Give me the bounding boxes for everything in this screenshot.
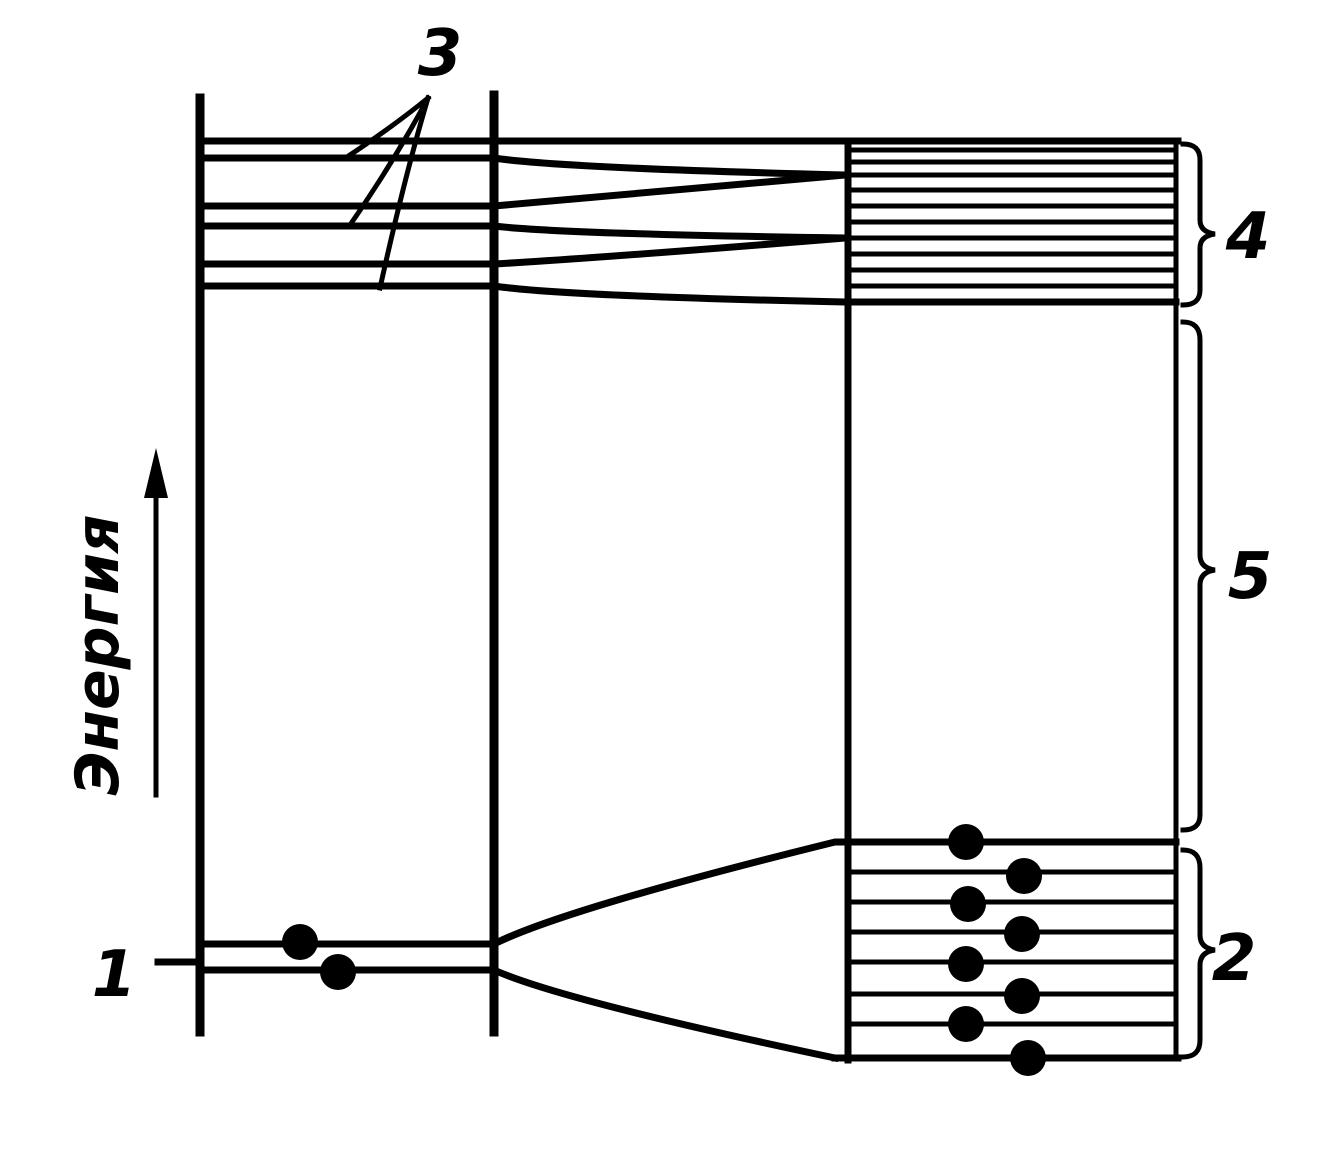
electron-dot: [1004, 978, 1040, 1014]
label-valence-band: 2: [1212, 922, 1257, 996]
fan-line: [490, 171, 849, 210]
electron-dot: [1010, 1040, 1046, 1076]
electron-dot: [950, 886, 986, 922]
pointer-line: [346, 94, 432, 159]
fan-line: [490, 282, 849, 306]
pointer-line: [346, 94, 432, 229]
conduction-band: [844, 147, 1180, 306]
fan-line: [490, 234, 849, 268]
energy-arrow-icon: [144, 448, 168, 498]
atom-columns: [195, 90, 499, 1037]
fan-line: [490, 222, 849, 242]
brace-valence-band: [1180, 847, 1216, 1060]
lower-fan-lines: [489, 838, 852, 1063]
electron-dot: [320, 954, 356, 990]
fan-line: [489, 965, 840, 1063]
electron-dot: [1006, 858, 1042, 894]
electrons: [282, 824, 1046, 1076]
pointer-line: [377, 94, 432, 291]
energy-axis: Энергия: [63, 448, 168, 798]
electron-dot: [948, 946, 984, 982]
electron-dot: [1004, 916, 1040, 952]
fan-line: [489, 838, 852, 949]
label-3-pointers: [346, 94, 432, 291]
label-band-gap: 5: [1228, 540, 1273, 614]
fan-line: [490, 154, 849, 179]
label-atom-levels: 1: [92, 938, 137, 1012]
electron-dot: [948, 1006, 984, 1042]
brace-conduction-band: [1180, 141, 1216, 308]
electron-dot: [948, 824, 984, 860]
upper-atom-levels: [196, 154, 498, 290]
label-conduction-band: 4: [1225, 200, 1271, 274]
upper-fan-lines: [490, 154, 849, 306]
brace-band-gap: [1180, 319, 1216, 833]
label-split-levels: 3: [418, 17, 463, 91]
electron-dot: [282, 924, 318, 960]
energy-axis-label: Энергия: [63, 514, 133, 795]
